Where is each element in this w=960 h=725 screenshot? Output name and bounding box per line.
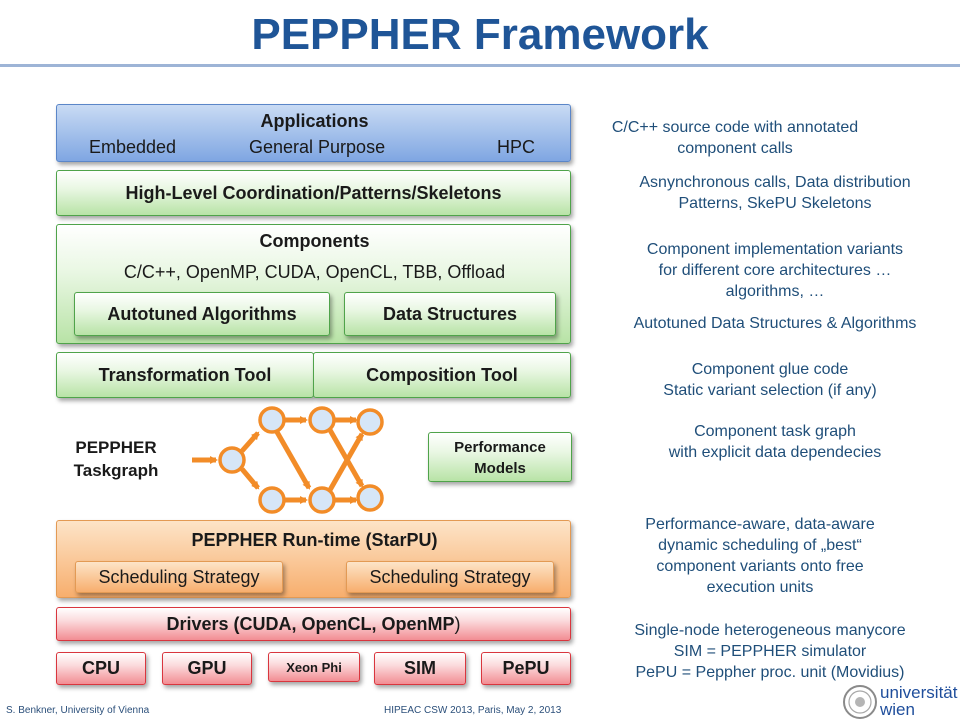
components-languages: C/C++, OpenMP, CUDA, OpenCL, TBB, Offloa… [123,262,506,282]
note-scheduling: Performance-aware, data-aware dynamic sc… [615,514,905,598]
note-line: Component task graph [694,423,856,440]
scheduling-strategy-left: Scheduling Strategy [75,561,283,593]
coordination-label: High-Level Coordination/Patterns/Skeleto… [125,182,502,203]
note-source-code: C/C++ source code with annotated compone… [600,117,870,159]
taskgraph-label: PEPPHER Taskgraph [56,436,176,482]
applications-heading: Applications [260,111,369,131]
scheduling-strategy-left-label: Scheduling Strategy [98,566,260,587]
transformation-tool-box: Transformation Tool [56,352,314,398]
taskgraph-edge [240,431,260,453]
applications-general-purpose: General Purpose [249,137,386,157]
scheduling-strategy-right-label: Scheduling Strategy [369,566,531,587]
drivers-suffix: ) [454,613,461,634]
hardware-xeon-phi-label: Xeon Phi [286,659,342,675]
taskgraph-node [356,408,384,436]
drivers-label: Drivers (CUDA, OpenCL, OpenMP) [166,614,460,635]
runtime-box: PEPPHER Run-time (StarPU) Scheduling Str… [56,520,571,598]
note-line: for different core architectures … [658,262,892,279]
hardware-gpu-label: GPU [187,658,227,678]
data-structures-box: Data Structures [344,292,556,336]
note-line: Single-node heterogeneous manycore [634,622,906,639]
university-logo-line2: wien [880,700,915,719]
taskgraph-node [258,486,286,514]
performance-models-line1: Performance [454,439,546,456]
hardware-cpu-label: CPU [81,658,120,678]
hardware-pepu: PePU [481,652,571,685]
hardware-xeon-phi: Xeon Phi [268,652,360,682]
hardware-sim: SIM [374,652,466,685]
note-line: Asnynchronous calls, Data distribution [639,174,911,191]
taskgraph-diagram [192,406,384,514]
note-line: Autotuned Data Structures & Algorithms [633,315,917,332]
hardware-sim-label: SIM [403,658,436,678]
note-line: algorithms, … [725,283,825,300]
coordination-box: High-Level Coordination/Patterns/Skeleto… [56,170,571,216]
taskgraph-node [356,484,384,512]
hardware-gpu: GPU [162,652,252,685]
applications-hpc: HPC [497,137,536,157]
note-autotuned: Autotuned Data Structures & Algorithms [600,313,950,334]
university-seal-icon [842,684,878,720]
note-line: with explicit data dependecies [668,444,882,461]
note-line: Component implementation variants [646,241,904,258]
drivers-list: CUDA, OpenCL, OpenMP [239,613,455,634]
runtime-heading: PEPPHER Run-time (StarPU) [191,530,438,550]
taskgraph-edge [327,432,365,492]
note-line: Patterns, SkePU Skeletons [678,195,872,212]
drivers-box: Drivers (CUDA, OpenCL, OpenMP) [56,607,571,641]
composition-tool-box: Composition Tool [313,352,571,398]
note-line: PePU = Peppher proc. unit (Movidius) [635,664,905,681]
note-implementation-variants: Component implementation variants for di… [610,239,940,302]
page-title: PEPPHER Framework [251,10,709,59]
components-box: Components C/C++, OpenMP, CUDA, OpenCL, … [56,224,571,344]
components-heading: Components [259,231,370,251]
note-task-graph: Component task graph with explicit data … [630,421,920,463]
performance-models-line2: Models [474,460,526,477]
hardware-cpu: CPU [56,652,146,685]
autotuned-algorithms-box: Autotuned Algorithms [74,292,330,336]
taskgraph-label-line1: PEPPHER [75,438,157,457]
taskgraph-node [258,406,286,434]
note-line: component variants onto free [656,558,864,575]
note-line: Static variant selection (if any) [663,382,877,399]
taskgraph-node [308,486,336,514]
note-line: C/C++ source code with annotated [611,119,859,136]
taskgraph-label-line2: Taskgraph [73,461,159,480]
note-manycore: Single-node heterogeneous manycore SIM =… [600,620,940,683]
note-line: execution units [706,579,814,596]
taskgraph-edge [274,430,312,490]
scheduling-strategy-right: Scheduling Strategy [346,561,554,593]
composition-tool-label: Composition Tool [366,364,518,385]
university-logo-line1: universität [880,683,958,702]
taskgraph-node [308,406,336,434]
note-async-calls: Asnynchronous calls, Data distribution P… [610,172,940,214]
taskgraph-edge [240,467,260,490]
taskgraph-node [218,446,246,474]
performance-models-box: Performance Models [428,432,572,482]
footer-event: HIPEAC CSW 2013, Paris, May 2, 2013 [384,705,562,716]
note-line: Component glue code [691,361,849,378]
note-line: component calls [677,140,793,157]
title-rule [0,64,960,67]
applications-embedded: Embedded [89,137,177,157]
data-structures-label: Data Structures [382,303,518,324]
autotuned-algorithms-label: Autotuned Algorithms [107,303,297,324]
note-line: dynamic scheduling of „best“ [658,537,862,554]
applications-box: Applications Embedded General Purpose HP… [56,104,571,162]
university-logo-text: universität wien [880,683,958,719]
taskgraph-edges [192,416,365,504]
note-line: SIM = PEPPHER simulator [673,643,867,660]
hardware-pepu-label: PePU [502,658,550,678]
note-glue-code: Component glue code Static variant selec… [630,359,910,401]
footer-author: S. Benkner, University of Vienna [6,705,150,716]
note-line: Performance-aware, data-aware [645,516,875,533]
taskgraph-nodes [218,406,384,514]
transformation-tool-label: Transformation Tool [98,364,272,385]
drivers-prefix: Drivers ( [166,613,240,634]
